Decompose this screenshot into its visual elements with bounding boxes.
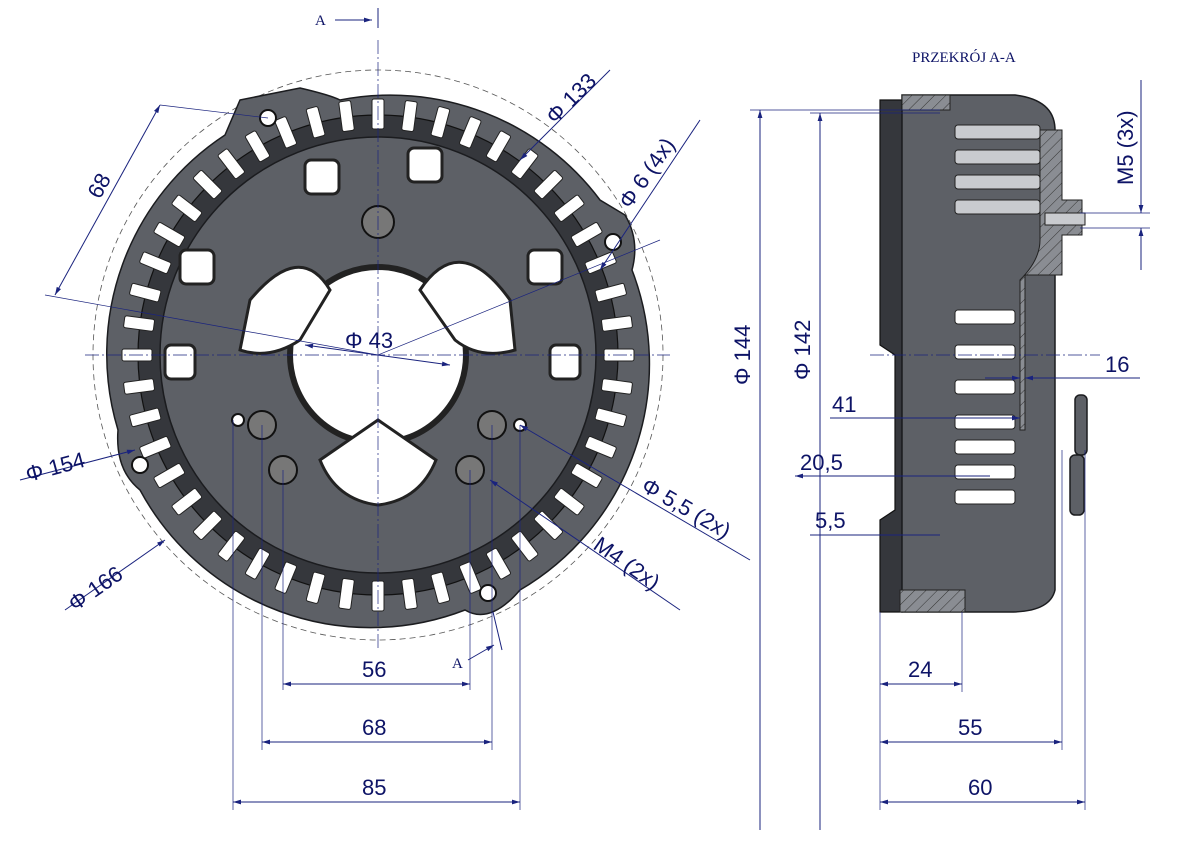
vent-slot [570, 463, 603, 488]
dim-68: 68 [362, 715, 386, 740]
vent-slot [274, 561, 297, 594]
vent-slot [486, 547, 511, 580]
vent-slot [338, 100, 355, 132]
dim-dia-133: Φ 133 [541, 68, 601, 128]
boss-2 [1069, 454, 1085, 516]
dim-41: 41 [832, 392, 856, 417]
mounting-holes [131, 109, 622, 602]
section-mark-a-top: A [315, 13, 326, 29]
dim-56: 56 [362, 657, 386, 682]
vent-slot [430, 106, 451, 139]
fin [954, 489, 1016, 505]
vent-slot [129, 407, 162, 428]
vent-slot [338, 578, 355, 610]
fin [954, 464, 1016, 480]
dim-dia-144: Φ 144 [730, 325, 755, 385]
fin [954, 439, 1016, 455]
vent-slot [570, 222, 603, 247]
dim-68-diagonal: 68 [82, 169, 116, 202]
vent-slot [274, 116, 297, 149]
vent-slot [245, 547, 270, 580]
dim-20-5: 20,5 [800, 450, 843, 475]
dim-16: 16 [1105, 352, 1129, 377]
vent-slot [217, 148, 245, 180]
boss-1 [1074, 394, 1088, 456]
vent-slot [171, 194, 203, 222]
vent-slot [153, 463, 186, 488]
vent-slot [553, 194, 585, 222]
vent-slot [217, 530, 245, 562]
dim-dia-6: Φ 6 (4x) [614, 133, 680, 213]
dim-m5: M5 (3x) [1113, 110, 1138, 185]
window-cutouts [163, 146, 582, 507]
vent-slot [193, 170, 223, 200]
vent-slot [139, 436, 172, 459]
vent-slot [193, 510, 223, 540]
dim-dia-142: Φ 142 [790, 320, 815, 380]
vent-slot [123, 315, 155, 332]
hatch-top [901, 94, 951, 111]
dim-5-5: 5,5 [815, 508, 846, 533]
fin [954, 199, 1041, 215]
fin [954, 309, 1016, 325]
vent-slot [553, 488, 585, 516]
dim-dia-166: Φ 166 [64, 561, 128, 616]
vent-slot [533, 170, 563, 200]
vent-slot [486, 130, 511, 163]
fin [954, 344, 1016, 360]
vent-slot [430, 571, 451, 604]
fin [954, 174, 1041, 190]
vent-slot [123, 378, 155, 395]
section-mark-a-bottom: A [452, 656, 463, 672]
vent-slot [245, 130, 270, 163]
vent-slot [171, 488, 203, 516]
vent-slot [601, 378, 633, 395]
vent-slot [459, 116, 482, 149]
m5-thread-hole [1044, 212, 1086, 226]
vent-slot [594, 407, 627, 428]
section-title: PRZEKRÓJ A-A [912, 49, 1016, 66]
vent-slot [601, 315, 633, 332]
dim-24: 24 [908, 657, 932, 682]
dim-m4: M4 (2x) [589, 532, 664, 595]
front-view: A A 68 Φ 133 Φ 6 (4x) Φ 43 Φ 154 Φ 166 Φ… [19, 8, 751, 810]
vent-slot [511, 148, 539, 180]
vent-slot [533, 510, 563, 540]
dim-dia-5-5: Φ 5,5 (2x) [638, 473, 736, 544]
vent-slot [401, 578, 418, 610]
fin [954, 379, 1016, 395]
section-view: PRZEKRÓJ A-A Φ 144 Φ 142 M5 (3x) 16 41 2… [730, 49, 1150, 830]
dim-dia-154: Φ 154 [23, 447, 88, 487]
vent-slot [305, 571, 326, 604]
fin [954, 124, 1041, 140]
hatch-bottom [899, 589, 966, 613]
dim-55: 55 [958, 715, 982, 740]
vent-slot [401, 100, 418, 132]
dim-85: 85 [362, 775, 386, 800]
vent-slot [305, 106, 326, 139]
vent-slot [594, 282, 627, 303]
vent-slot [584, 436, 617, 459]
fin [954, 149, 1041, 165]
fin [954, 414, 1016, 430]
dim-dia-43: Φ 43 [345, 328, 393, 353]
dim-60: 60 [968, 775, 992, 800]
